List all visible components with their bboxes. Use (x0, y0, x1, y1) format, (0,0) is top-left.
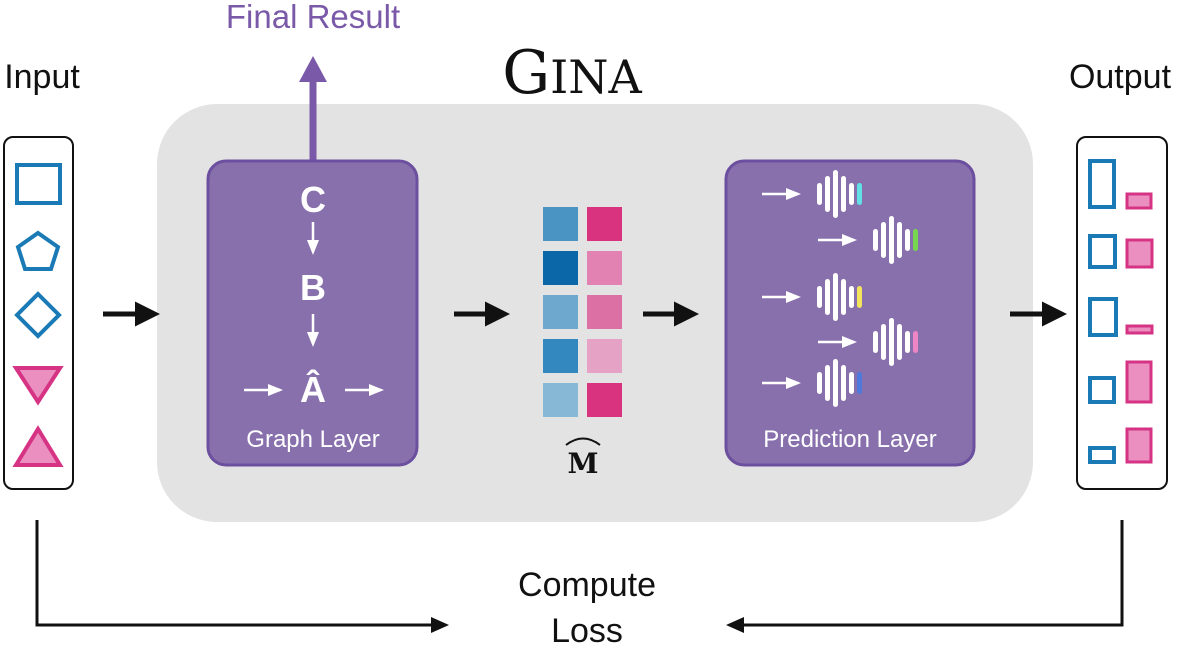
prediction-bar (833, 359, 838, 407)
prediction-bar (881, 222, 886, 258)
loss-line-from-output (740, 520, 1124, 627)
prediction-network-3 (762, 273, 862, 321)
matrix-cell-left-4 (543, 339, 578, 373)
prediction-bar (849, 286, 854, 308)
prediction-bar (889, 318, 894, 366)
prediction-layer-box (724, 159, 976, 467)
loss-arrowhead-right (726, 617, 744, 633)
matrix-cell-left-5 (543, 383, 578, 417)
prediction-bar (897, 324, 902, 360)
prediction-bar (841, 279, 846, 315)
prediction-bar (889, 216, 894, 264)
prediction-bar (873, 229, 878, 251)
gina-title-first: G (502, 38, 550, 108)
graph-node-c: C (300, 179, 326, 220)
prediction-bar (897, 222, 902, 258)
pentagon-icon (15, 230, 61, 271)
output-row-5 (1088, 427, 1153, 464)
final-result-arrowhead (299, 56, 327, 82)
prediction-bar (905, 229, 910, 251)
prediction-output-bar (913, 229, 918, 251)
prediction-bar (817, 286, 822, 308)
prediction-output-bar (913, 331, 918, 353)
output-row-1 (1088, 159, 1153, 210)
input-panel (3, 136, 74, 490)
prediction-bar (905, 331, 910, 353)
prediction-bar (825, 279, 830, 315)
prediction-network-2 (818, 216, 918, 264)
prediction-bar (825, 365, 830, 401)
matrix-cell-right-3 (587, 295, 622, 329)
matrix-cell-right-5 (587, 383, 622, 417)
matrix-hat-accent (565, 437, 601, 446)
matrix-label: M (568, 447, 599, 480)
prediction-bar (849, 183, 854, 205)
loss-arrowhead-left (431, 617, 449, 633)
prediction-layer-label: Prediction Layer (763, 426, 936, 453)
prediction-bar (849, 372, 854, 394)
output-row-2 (1088, 234, 1154, 269)
prediction-networks (762, 170, 918, 407)
matrix-cell-left-2 (543, 251, 578, 285)
matrix-cell-left-1 (543, 207, 578, 241)
triangle-up-icon (12, 425, 64, 467)
prediction-bar (825, 176, 830, 212)
matrix-cell-right-1 (587, 207, 622, 241)
prediction-bar (833, 273, 838, 321)
prediction-network-5 (762, 359, 862, 407)
prediction-network-4 (818, 318, 918, 366)
prediction-bar (841, 365, 846, 401)
prediction-output-bar (857, 286, 862, 308)
loss-line-from-input (35, 520, 445, 627)
compute-loss-line1: Compute (518, 566, 656, 604)
prediction-bar (881, 324, 886, 360)
matrix-cell-right-4 (587, 339, 622, 373)
prediction-bar (817, 372, 822, 394)
prediction-network-1 (762, 170, 862, 218)
final-result-label: Final Result (226, 0, 400, 35)
compute-loss-line2: Loss (551, 612, 623, 648)
gina-title-rest: INA (550, 50, 642, 104)
graph-layer-label: Graph Layer (246, 426, 379, 453)
prediction-output-bar (857, 183, 862, 205)
prediction-bar (841, 176, 846, 212)
prediction-output-bar (857, 372, 862, 394)
output-row-4 (1088, 360, 1153, 404)
triangle-down-icon (12, 366, 64, 406)
square-icon (15, 163, 62, 205)
prediction-bar (873, 331, 878, 353)
graph-node-b: B (300, 267, 326, 308)
graph-node-a-hat: Â (300, 368, 326, 410)
matrix-cell-left-3 (543, 295, 578, 329)
output-label: Output (1069, 58, 1172, 96)
output-row-3 (1088, 297, 1154, 337)
prediction-bar (817, 183, 822, 205)
diamond-icon (14, 291, 62, 339)
matrix-m-hat (543, 207, 622, 417)
gina-title: GINA (502, 38, 642, 108)
prediction-bar (833, 170, 838, 218)
matrix-cell-right-2 (587, 251, 622, 285)
input-label: Input (4, 58, 80, 96)
